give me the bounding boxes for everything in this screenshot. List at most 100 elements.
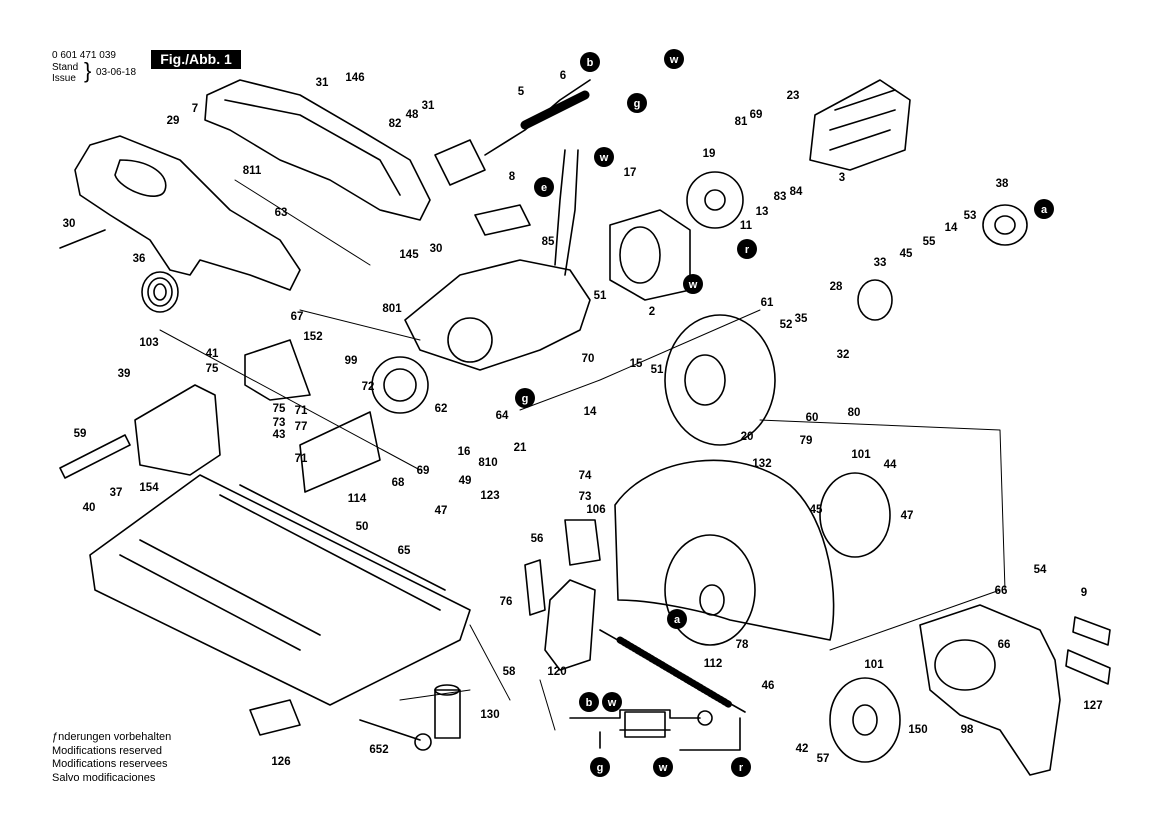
note-line: Modifications reserved xyxy=(52,744,163,757)
wire-tag-e xyxy=(534,177,554,197)
issue-label: Issue xyxy=(52,73,76,84)
part-label-83: 83 xyxy=(774,191,787,203)
part-label-123: 123 xyxy=(480,490,499,502)
wire-tag-g xyxy=(627,93,647,113)
part-label-44: 44 xyxy=(884,459,897,471)
stand-label: Stand xyxy=(52,62,79,73)
motor-housing-801 xyxy=(404,259,591,371)
part-label-36: 36 xyxy=(133,253,146,265)
wires-85 xyxy=(554,149,579,276)
wire-tag-letter: a xyxy=(674,614,681,626)
part-label-11: 11 xyxy=(740,220,753,232)
upper-arm-housing xyxy=(204,79,431,221)
bracket-152 xyxy=(244,339,311,401)
wire-tag-w xyxy=(653,757,673,777)
part-label-51: 51 xyxy=(651,364,664,376)
part-label-74: 74 xyxy=(579,470,592,482)
part-label-101: 101 xyxy=(851,449,871,461)
part-label-112: 112 xyxy=(704,658,723,670)
part-label-40: 40 xyxy=(83,502,96,514)
part-label-145: 145 xyxy=(399,249,419,261)
base-plate-slot-4 xyxy=(239,484,446,591)
part-label-45: 45 xyxy=(810,504,823,516)
wire-tag-b xyxy=(579,692,599,712)
part-label-17: 17 xyxy=(624,167,637,179)
part-label-150: 150 xyxy=(908,724,927,736)
part-label-8: 8 xyxy=(509,171,516,183)
part-label-810: 810 xyxy=(478,457,497,469)
issue-date: 03-06-18 xyxy=(96,67,137,78)
part-label-51: 51 xyxy=(594,290,607,302)
gear-housing-20 xyxy=(664,314,776,446)
label-plate-9 xyxy=(1072,616,1111,646)
part-label-801: 801 xyxy=(382,303,402,315)
note-line: Salvo modificaciones xyxy=(52,771,156,784)
part-label-48: 48 xyxy=(406,109,419,121)
part-label-31: 31 xyxy=(316,77,329,89)
part-label-79: 79 xyxy=(800,435,813,447)
part-label-2: 2 xyxy=(649,306,655,318)
part-label-120: 120 xyxy=(547,666,566,678)
rod-59 xyxy=(59,434,131,479)
note-line: Modifications reservees xyxy=(52,758,168,770)
part-label-132: 132 xyxy=(752,458,771,470)
wire-tag-w xyxy=(664,49,684,69)
part-label-64: 64 xyxy=(496,410,509,422)
cylinder-130 xyxy=(434,689,461,739)
part-label-45: 45 xyxy=(900,248,913,260)
part-label-42: 42 xyxy=(796,743,809,755)
blade-guard-132 xyxy=(614,459,835,641)
part-label-78: 78 xyxy=(736,639,749,651)
wire-tag-b xyxy=(580,52,600,72)
bolt-30 xyxy=(59,229,106,249)
part-label-67: 67 xyxy=(291,311,304,323)
brace: } xyxy=(84,58,92,83)
label-plate-127 xyxy=(1065,649,1111,685)
part-label-15: 15 xyxy=(630,358,643,370)
wire-tag-letter: w xyxy=(688,279,698,291)
part-label-43: 43 xyxy=(273,429,286,441)
part-label-57: 57 xyxy=(817,753,830,765)
part-label-77: 77 xyxy=(295,421,308,433)
part-label-55: 55 xyxy=(923,236,936,248)
flange-101-lower xyxy=(829,677,901,763)
plug-5 xyxy=(434,139,486,186)
part-label-59: 59 xyxy=(74,428,87,440)
wire-tag-letter: g xyxy=(522,393,529,405)
part-label-47: 47 xyxy=(435,505,448,517)
wire-tag-g xyxy=(590,757,610,777)
base-plate-slot-1 xyxy=(119,554,301,651)
part-label-32: 32 xyxy=(837,349,850,361)
part-label-9: 9 xyxy=(1081,587,1087,599)
wrench-652 xyxy=(359,719,421,741)
part-label-31: 31 xyxy=(422,100,435,112)
note-line: ƒnderungen vorbehalten xyxy=(52,731,172,743)
part-label-73: 73 xyxy=(273,417,286,429)
wire-tag-letter: r xyxy=(745,244,750,256)
part-label-54: 54 xyxy=(1034,564,1047,576)
part-label-811: 811 xyxy=(243,165,262,177)
spring-103 xyxy=(141,271,179,313)
part-label-28: 28 xyxy=(830,281,843,293)
armature-3 xyxy=(809,79,911,171)
leader-lines xyxy=(159,179,1006,731)
motor-end-hole xyxy=(447,317,493,363)
part-label-69: 69 xyxy=(750,109,763,121)
part-label-61: 61 xyxy=(761,297,774,309)
part-label-6: 6 xyxy=(560,70,566,82)
part-label-38: 38 xyxy=(996,178,1009,190)
part-label-63: 63 xyxy=(275,207,288,219)
roller-56 xyxy=(524,559,546,616)
part-label-80: 80 xyxy=(848,407,861,419)
bearing-cap-38 xyxy=(982,204,1028,246)
part-label-99: 99 xyxy=(345,355,358,367)
wire-tag-w xyxy=(594,147,614,167)
part-label-652: 652 xyxy=(369,744,388,756)
pad-8 xyxy=(474,204,531,236)
part-label-146: 146 xyxy=(345,72,364,84)
part-label-21: 21 xyxy=(514,442,527,454)
part-label-19: 19 xyxy=(703,148,716,160)
wire-tag-letter: w xyxy=(607,697,617,709)
